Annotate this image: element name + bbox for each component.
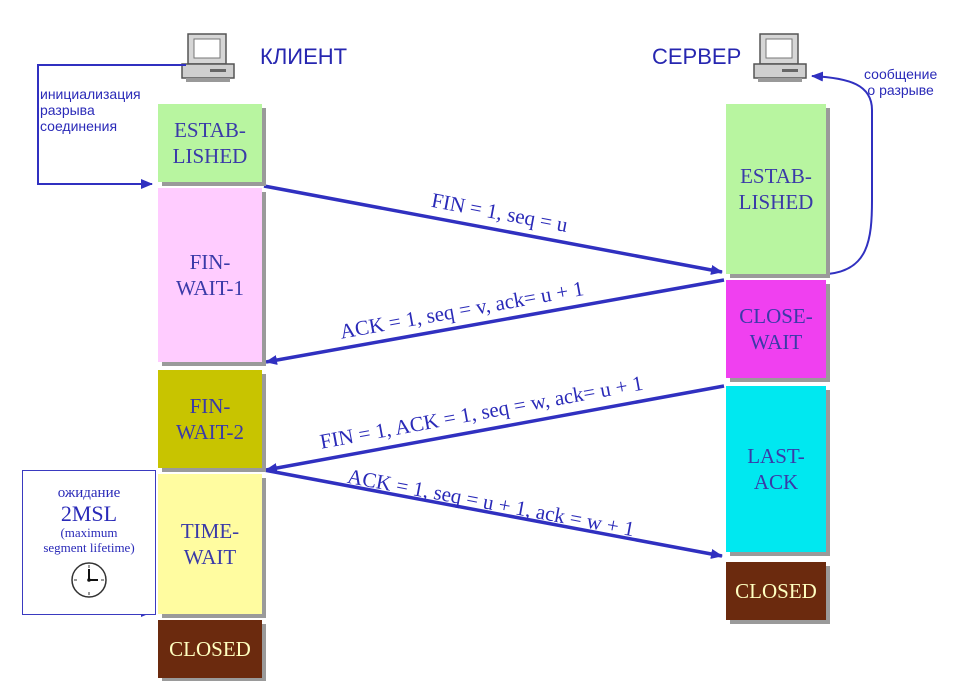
msg-arrow-fin-ack bbox=[265, 384, 725, 473]
state-label: FIN- WAIT-2 bbox=[175, 393, 245, 444]
client-state-established: ESTAB- LISHED bbox=[158, 104, 262, 182]
wait-explanation: (maximum segment lifetime) bbox=[43, 525, 135, 556]
state-label: CLOSE- WAIT bbox=[739, 303, 813, 354]
wait-2msl-box: ожидание 2MSL (maximum segment lifetime) bbox=[22, 470, 156, 615]
state-label: CLOSED bbox=[735, 578, 817, 603]
state-label: ESTAB- LISHED bbox=[738, 163, 814, 214]
state-label: FIN- WAIT-1 bbox=[175, 249, 245, 300]
wait-label: ожидание bbox=[57, 485, 121, 501]
init-close-arrow bbox=[37, 64, 186, 189]
msg-arrow-final-ack bbox=[263, 468, 723, 559]
server-computer-icon bbox=[753, 33, 807, 82]
client-computer-icon bbox=[181, 33, 235, 82]
client-state-fin-wait-2: FIN- WAIT-2 bbox=[158, 370, 262, 468]
clock-icon bbox=[71, 562, 107, 598]
server-state-last-ack: LAST- ACK bbox=[726, 386, 826, 552]
state-label: ESTAB- LISHED bbox=[172, 117, 248, 168]
client-state-closed: CLOSED bbox=[158, 620, 262, 678]
server-title: СЕРВЕР bbox=[652, 44, 742, 69]
close-message-note: сообщение о разрыве bbox=[864, 66, 938, 99]
msg-arrow-fin bbox=[263, 184, 723, 275]
msg-arrow-ack bbox=[265, 278, 725, 365]
server-state-close-wait: CLOSE- WAIT bbox=[726, 280, 826, 378]
close-message-arrow bbox=[811, 71, 873, 275]
state-label: TIME- WAIT bbox=[180, 518, 240, 569]
state-label: CLOSED bbox=[169, 636, 251, 661]
server-state-closed: CLOSED bbox=[726, 562, 826, 620]
server-state-established: ESTAB- LISHED bbox=[726, 104, 826, 274]
client-state-time-wait: TIME- WAIT bbox=[158, 474, 262, 614]
client-state-fin-wait-1: FIN- WAIT-1 bbox=[158, 188, 262, 362]
client-title: КЛИЕНТ bbox=[260, 44, 348, 69]
init-close-note: инициализация разрыва соединения bbox=[40, 86, 141, 135]
wait-value: 2MSL bbox=[60, 501, 118, 526]
state-label: LAST- ACK bbox=[747, 443, 805, 494]
